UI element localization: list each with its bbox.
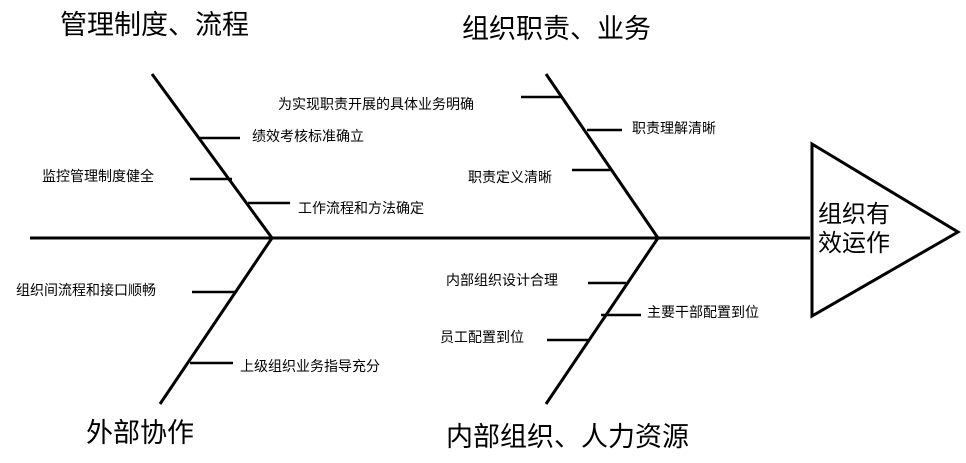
head-label-line-1: 组织有: [818, 200, 890, 228]
cause-internal-3: 员工配置到位: [440, 330, 524, 346]
head-label-line-2: 效运作: [818, 229, 890, 257]
category-management-title: 管理制度、流程: [60, 10, 249, 41]
bone-management: [150, 73, 274, 239]
head-label: 组织有 效运作: [818, 200, 910, 258]
cause-management-2: 监控管理制度健全: [42, 169, 154, 185]
cause-duties-3: 职责定义清晰: [468, 170, 552, 186]
bone-external: [158, 237, 274, 405]
cause-internal-2: 主要干部配置到位: [647, 305, 759, 321]
cause-external-2: 上级组织业务指导充分: [240, 359, 380, 375]
category-internal-title: 内部组织、人力资源: [446, 422, 689, 453]
bone-internal: [544, 237, 660, 405]
cause-duties-1: 为实现职责开展的具体业务明确: [278, 97, 474, 113]
cause-duties-2: 职责理解清晰: [632, 121, 716, 137]
cause-external-1: 组织间流程和接口顺畅: [16, 283, 156, 299]
bone-duties: [544, 73, 660, 239]
head-triangle: [810, 141, 961, 319]
cause-management-1: 绩效考核标准确立: [252, 129, 364, 145]
cause-management-3: 工作流程和方法确定: [298, 201, 424, 217]
category-duties-title: 组织职责、业务: [462, 14, 651, 45]
cause-internal-1: 内部组织设计合理: [446, 273, 558, 289]
category-external-title: 外部协作: [86, 418, 194, 449]
